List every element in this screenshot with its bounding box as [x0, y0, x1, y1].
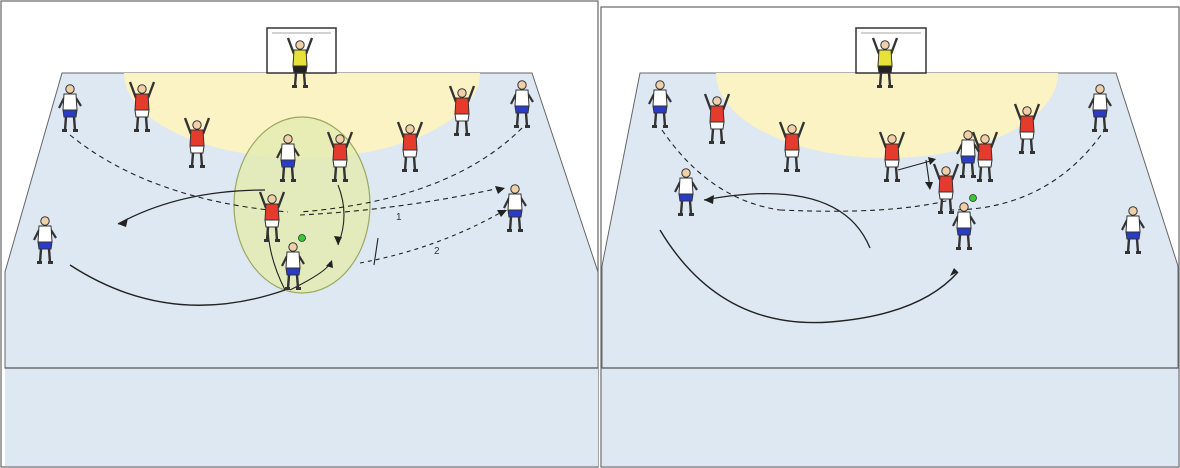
- defender-player: [396, 121, 424, 172]
- defender-player: [258, 191, 286, 242]
- block-line: [373, 237, 379, 266]
- goalkeeper: [286, 37, 314, 88]
- defense-zone: [233, 116, 371, 294]
- defender-player: [778, 121, 806, 172]
- arrow-heads: [704, 157, 958, 276]
- defender-player: [326, 131, 354, 182]
- arrow-heads: [118, 186, 507, 268]
- movement-paths: [659, 127, 1107, 324]
- attacker-player: [952, 194, 977, 250]
- run-path: [69, 264, 286, 306]
- pass-path: [359, 209, 506, 264]
- goal-area: [716, 73, 1058, 158]
- pass-path: [299, 127, 523, 213]
- attacker-player: [674, 168, 698, 216]
- right-court-svg: [600, 6, 1180, 468]
- defender-player: [932, 163, 960, 214]
- attacker-player: [1121, 206, 1145, 254]
- attacker-player: [58, 84, 82, 132]
- defender-player: [971, 131, 999, 182]
- ball: [298, 234, 306, 242]
- defender-player: [183, 117, 211, 168]
- ball: [969, 194, 977, 202]
- attacker-player: [33, 216, 57, 264]
- path-label: 1: [396, 212, 402, 223]
- attacker-player: [648, 80, 672, 128]
- goal-area: [124, 73, 480, 158]
- attacker-player: [510, 80, 534, 128]
- attacker-player: [956, 130, 980, 178]
- right-drill-panel: [600, 0, 1180, 468]
- attacker-player: [1088, 84, 1112, 132]
- path-label: 2: [434, 246, 440, 257]
- defender-player: [703, 93, 731, 144]
- run-path: [659, 229, 959, 324]
- attacker-player: [281, 234, 306, 290]
- defender-player: [1013, 103, 1041, 154]
- run-path: [117, 189, 266, 225]
- pass-path: [69, 134, 289, 213]
- defender-player: [878, 131, 906, 182]
- goalkeeper: [871, 37, 899, 88]
- attacker-player: [503, 184, 527, 232]
- run-path: [897, 159, 935, 171]
- defender-player: [128, 81, 156, 132]
- left-court-svg: 1 2: [0, 0, 599, 468]
- court-lower: [602, 368, 1178, 466]
- pass-path: [299, 187, 501, 216]
- pass-path: [661, 129, 781, 211]
- player-layer: [648, 37, 1145, 254]
- pass-path: [779, 199, 951, 212]
- pass-path: [949, 127, 1107, 211]
- attacker-player: [276, 134, 300, 182]
- defender-player: [448, 85, 476, 136]
- court-lower: [5, 368, 598, 466]
- run-path: [703, 192, 871, 249]
- left-drill-panel: 1 2: [0, 0, 599, 468]
- player-layer: [33, 37, 534, 290]
